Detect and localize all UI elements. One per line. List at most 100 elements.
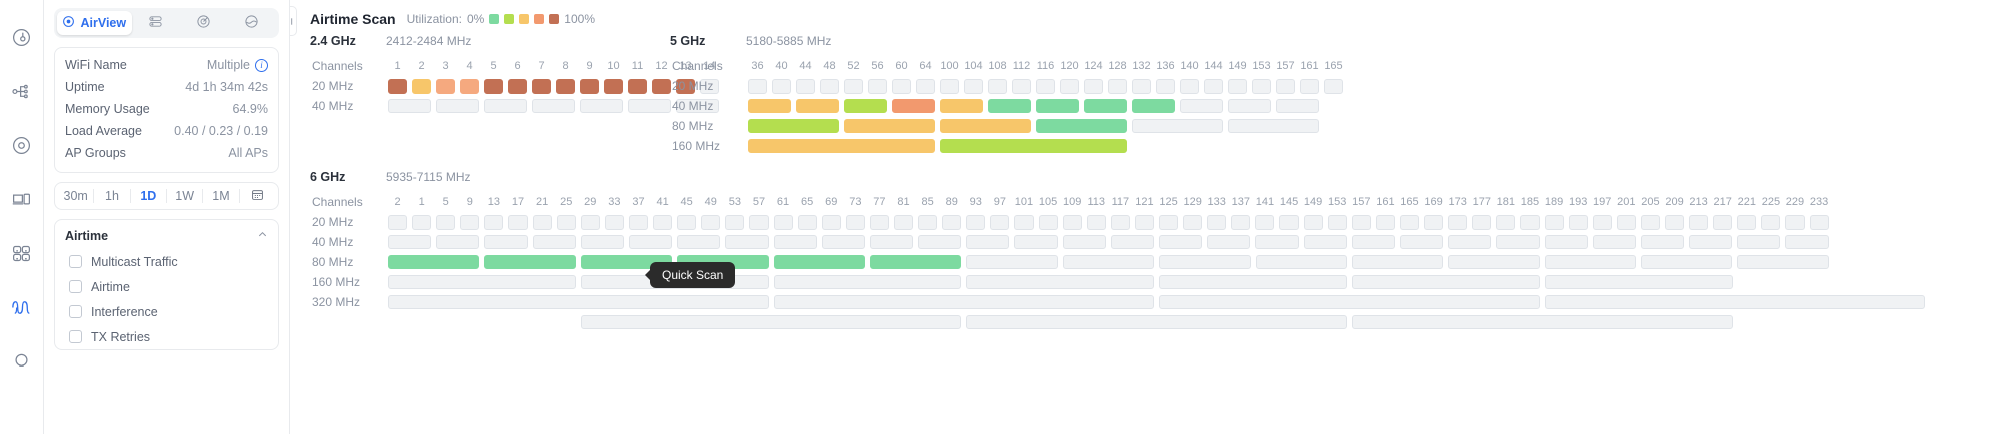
channel-cell[interactable] xyxy=(988,99,1031,113)
channel-cell[interactable] xyxy=(966,255,1058,269)
channel-cell[interactable] xyxy=(677,235,721,249)
channel-cell[interactable] xyxy=(676,99,719,113)
channel-cell[interactable] xyxy=(966,235,1010,249)
channel-cell[interactable] xyxy=(532,214,552,230)
channel-cell[interactable] xyxy=(1351,255,1444,269)
channel-cell[interactable] xyxy=(845,214,865,230)
channel-cell[interactable] xyxy=(1761,214,1781,230)
channel-cell[interactable] xyxy=(1060,78,1079,94)
channel-cell[interactable] xyxy=(1689,214,1709,230)
channel-cell[interactable] xyxy=(676,78,695,94)
channel-cell[interactable] xyxy=(701,214,721,230)
channel-cell[interactable] xyxy=(1134,214,1154,230)
channel-cell[interactable] xyxy=(773,255,865,269)
channel-cell[interactable] xyxy=(1689,235,1733,249)
channel-cell[interactable] xyxy=(1809,214,1829,230)
channel-cell[interactable] xyxy=(940,78,959,94)
channel-cell[interactable] xyxy=(484,255,576,269)
channel-cell[interactable] xyxy=(1038,214,1058,230)
channel-cell[interactable] xyxy=(773,295,1155,309)
range-1h[interactable]: 1h xyxy=(94,189,131,203)
channel-cell[interactable] xyxy=(773,214,793,230)
channel-cell[interactable] xyxy=(1207,214,1227,230)
channel-cell[interactable] xyxy=(820,78,839,94)
channel-cell[interactable] xyxy=(1204,78,1223,94)
channel-cell[interactable] xyxy=(580,315,962,329)
channel-cell[interactable] xyxy=(1110,235,1154,249)
channel-cell[interactable] xyxy=(436,235,480,249)
channel-cell[interactable] xyxy=(508,78,527,94)
channel-cell[interactable] xyxy=(460,214,480,230)
channel-cell[interactable] xyxy=(1785,214,1805,230)
channel-cell[interactable] xyxy=(653,214,673,230)
channel-cell[interactable] xyxy=(1180,99,1223,113)
channel-cell[interactable] xyxy=(918,235,962,249)
channel-cell[interactable] xyxy=(916,78,935,94)
channel-cell[interactable] xyxy=(821,214,841,230)
channel-cell[interactable] xyxy=(1375,214,1395,230)
channel-cell[interactable] xyxy=(604,214,624,230)
channel-cell[interactable] xyxy=(1276,99,1319,113)
channel-cell[interactable] xyxy=(1012,78,1031,94)
channel-cell[interactable] xyxy=(1255,235,1299,249)
channel-cell[interactable] xyxy=(1228,78,1247,94)
channel-cell[interactable] xyxy=(388,78,407,94)
channel-cell[interactable] xyxy=(1713,214,1733,230)
tab-radar[interactable] xyxy=(180,11,228,35)
tab-signal[interactable] xyxy=(228,11,276,35)
channel-cell[interactable] xyxy=(700,78,719,94)
channel-cell[interactable] xyxy=(1255,214,1275,230)
channel-cell[interactable] xyxy=(940,99,983,113)
channel-cell[interactable] xyxy=(796,78,815,94)
channel-cell[interactable] xyxy=(1132,78,1151,94)
groups-icon[interactable] xyxy=(7,238,37,268)
channel-cell[interactable] xyxy=(1327,214,1347,230)
channel-cell[interactable] xyxy=(821,235,865,249)
channel-cell[interactable] xyxy=(484,214,504,230)
channel-cell[interactable] xyxy=(412,78,431,94)
channel-cell[interactable] xyxy=(484,235,528,249)
channel-cell[interactable] xyxy=(412,214,432,230)
channel-cell[interactable] xyxy=(725,235,769,249)
checkbox-box[interactable] xyxy=(69,330,82,343)
devices-icon[interactable] xyxy=(7,130,37,160)
channel-cell[interactable] xyxy=(1231,214,1251,230)
channel-cell[interactable] xyxy=(604,78,623,94)
channel-cell[interactable] xyxy=(1472,214,1492,230)
channel-cell[interactable] xyxy=(1207,235,1251,249)
channel-cell[interactable] xyxy=(1737,214,1757,230)
channel-cell[interactable] xyxy=(532,235,576,249)
checkbox-multicast-traffic[interactable]: Multicast Traffic xyxy=(55,249,278,274)
channel-cell[interactable] xyxy=(773,235,817,249)
channel-cell[interactable] xyxy=(532,78,551,94)
channel-cell[interactable] xyxy=(436,78,455,94)
channel-cell[interactable] xyxy=(844,119,935,133)
channel-cell[interactable] xyxy=(1014,235,1058,249)
channel-cell[interactable] xyxy=(1300,78,1319,94)
channel-cell[interactable] xyxy=(580,78,599,94)
channel-cell[interactable] xyxy=(1737,255,1829,269)
channel-cell[interactable] xyxy=(1544,235,1588,249)
channel-cell[interactable] xyxy=(748,119,839,133)
checkbox-box[interactable] xyxy=(69,255,82,268)
channel-cell[interactable] xyxy=(580,235,624,249)
channel-cell[interactable] xyxy=(388,295,769,309)
channel-cell[interactable] xyxy=(1496,235,1540,249)
channel-cell[interactable] xyxy=(1228,99,1271,113)
channel-cell[interactable] xyxy=(1616,214,1636,230)
channel-cell[interactable] xyxy=(1036,78,1055,94)
range-30m[interactable]: 30m xyxy=(58,189,95,203)
channel-cell[interactable] xyxy=(1351,275,1540,289)
checkbox-tx-retries[interactable]: TX Retries xyxy=(55,324,278,349)
channel-cell[interactable] xyxy=(556,214,576,230)
channel-cell[interactable] xyxy=(1159,235,1203,249)
checkbox-box[interactable] xyxy=(69,280,82,293)
channel-cell[interactable] xyxy=(1159,275,1347,289)
channel-cell[interactable] xyxy=(580,99,623,113)
channel-cell[interactable] xyxy=(1399,214,1420,230)
channel-cell[interactable] xyxy=(1159,255,1251,269)
channel-cell[interactable] xyxy=(964,78,983,94)
channel-cell[interactable] xyxy=(1785,235,1829,249)
calendar-icon[interactable] xyxy=(240,188,275,204)
channel-cell[interactable] xyxy=(1159,295,1540,309)
